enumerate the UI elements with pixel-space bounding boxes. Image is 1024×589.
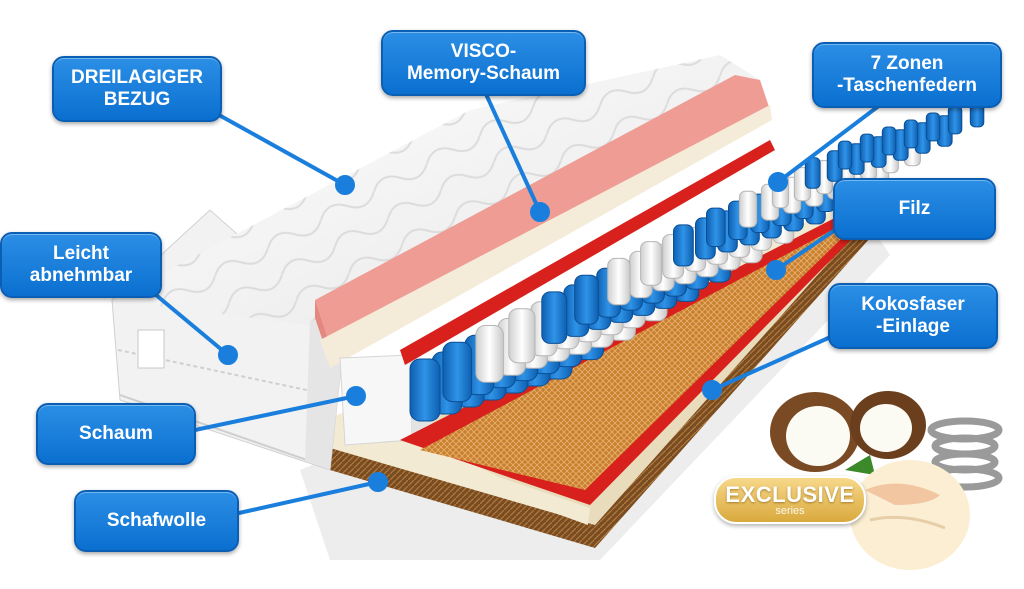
pocket-spring xyxy=(673,224,694,267)
label-leicht-abnehmbar: Leicht abnehmbar xyxy=(0,232,162,298)
pocket-spring xyxy=(640,241,663,286)
badge-title: EXCLUSIVE xyxy=(725,481,855,507)
pocket-spring xyxy=(738,190,758,228)
memory-foam-sample xyxy=(850,460,970,570)
pocket-spring xyxy=(475,325,504,383)
label-filz: Filz xyxy=(833,178,996,240)
mesh-layer xyxy=(420,215,860,490)
label-visco-memory-schaum: VISCO- Memory-Schaum xyxy=(381,30,586,96)
label-schaum: Schaum xyxy=(36,403,196,465)
leader-lines xyxy=(148,91,882,517)
pocket-spring xyxy=(706,207,726,248)
badge-subtitle: series xyxy=(775,504,805,517)
pocket-spring xyxy=(947,105,963,135)
coconut-image xyxy=(770,391,926,475)
pocket-spring xyxy=(607,257,631,306)
pocket-spring xyxy=(881,126,897,156)
felt-top xyxy=(400,140,775,365)
pocket-spring xyxy=(859,133,875,163)
pocket-spring xyxy=(837,140,853,170)
care-label xyxy=(137,329,165,369)
label-dreilagiger-bezug: DREILAGIGER BEZUG xyxy=(52,56,222,122)
exclusive-series-badge: EXCLUSIVE series xyxy=(714,476,866,524)
pocket-spring xyxy=(541,291,568,344)
label-7-zonen-taschenfedern: 7 Zonen -Taschenfedern xyxy=(812,42,1002,108)
pocket-spring xyxy=(508,308,536,364)
label-schafwolle: Schafwolle xyxy=(74,490,239,552)
pocket-spring xyxy=(903,119,919,149)
pocket-spring xyxy=(442,341,473,403)
pocket-spring xyxy=(574,274,599,325)
label-kokosfaser-einlage: Kokosfaser -Einlage xyxy=(828,283,998,349)
pocket-spring xyxy=(925,112,941,142)
pocket-spring xyxy=(409,358,441,422)
comfort-layer xyxy=(320,105,772,368)
pocket-spring xyxy=(804,157,821,189)
